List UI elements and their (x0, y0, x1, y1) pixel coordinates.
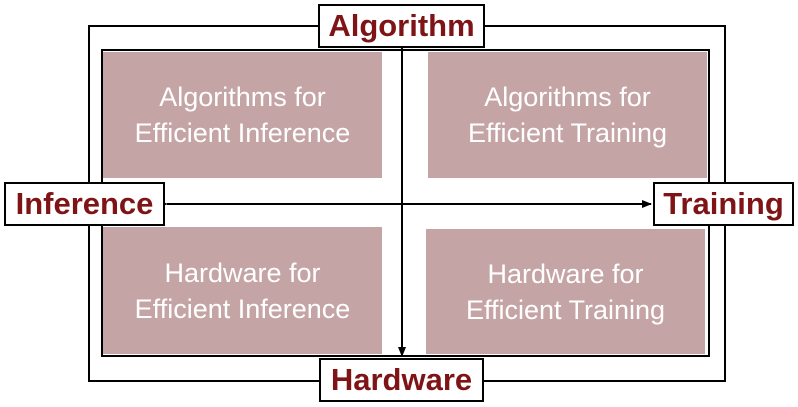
quadrant-line: Algorithms for (484, 82, 651, 112)
quadrant-algorithms-efficient-training: Algorithms for Efficient Training (428, 52, 707, 178)
quadrant-line: Algorithms for (159, 82, 326, 112)
quadrant-line: Efficient Training (465, 294, 666, 325)
quadrant-line: Efficient Inference (134, 118, 351, 148)
quadrant-line: Hardware for (487, 258, 644, 289)
quadrant-line: Efficient Training (467, 118, 668, 148)
axis-label-algorithm: Algorithm (318, 4, 485, 48)
quadrant-hardware-efficient-inference: Hardware for Efficient Inference (103, 227, 382, 354)
quadrant-hardware-efficient-training: Hardware for Efficient Training (426, 229, 705, 354)
quadrant-algorithms-efficient-inference: Algorithms for Efficient Inference (103, 52, 382, 178)
quadrant-line: Efficient Inference (134, 293, 351, 324)
axis-label-inference: Inference (4, 182, 165, 226)
axis-label-hardware: Hardware (319, 358, 484, 402)
axis-label-training: Training (653, 182, 794, 226)
quadrant-line: Hardware for (164, 257, 321, 288)
